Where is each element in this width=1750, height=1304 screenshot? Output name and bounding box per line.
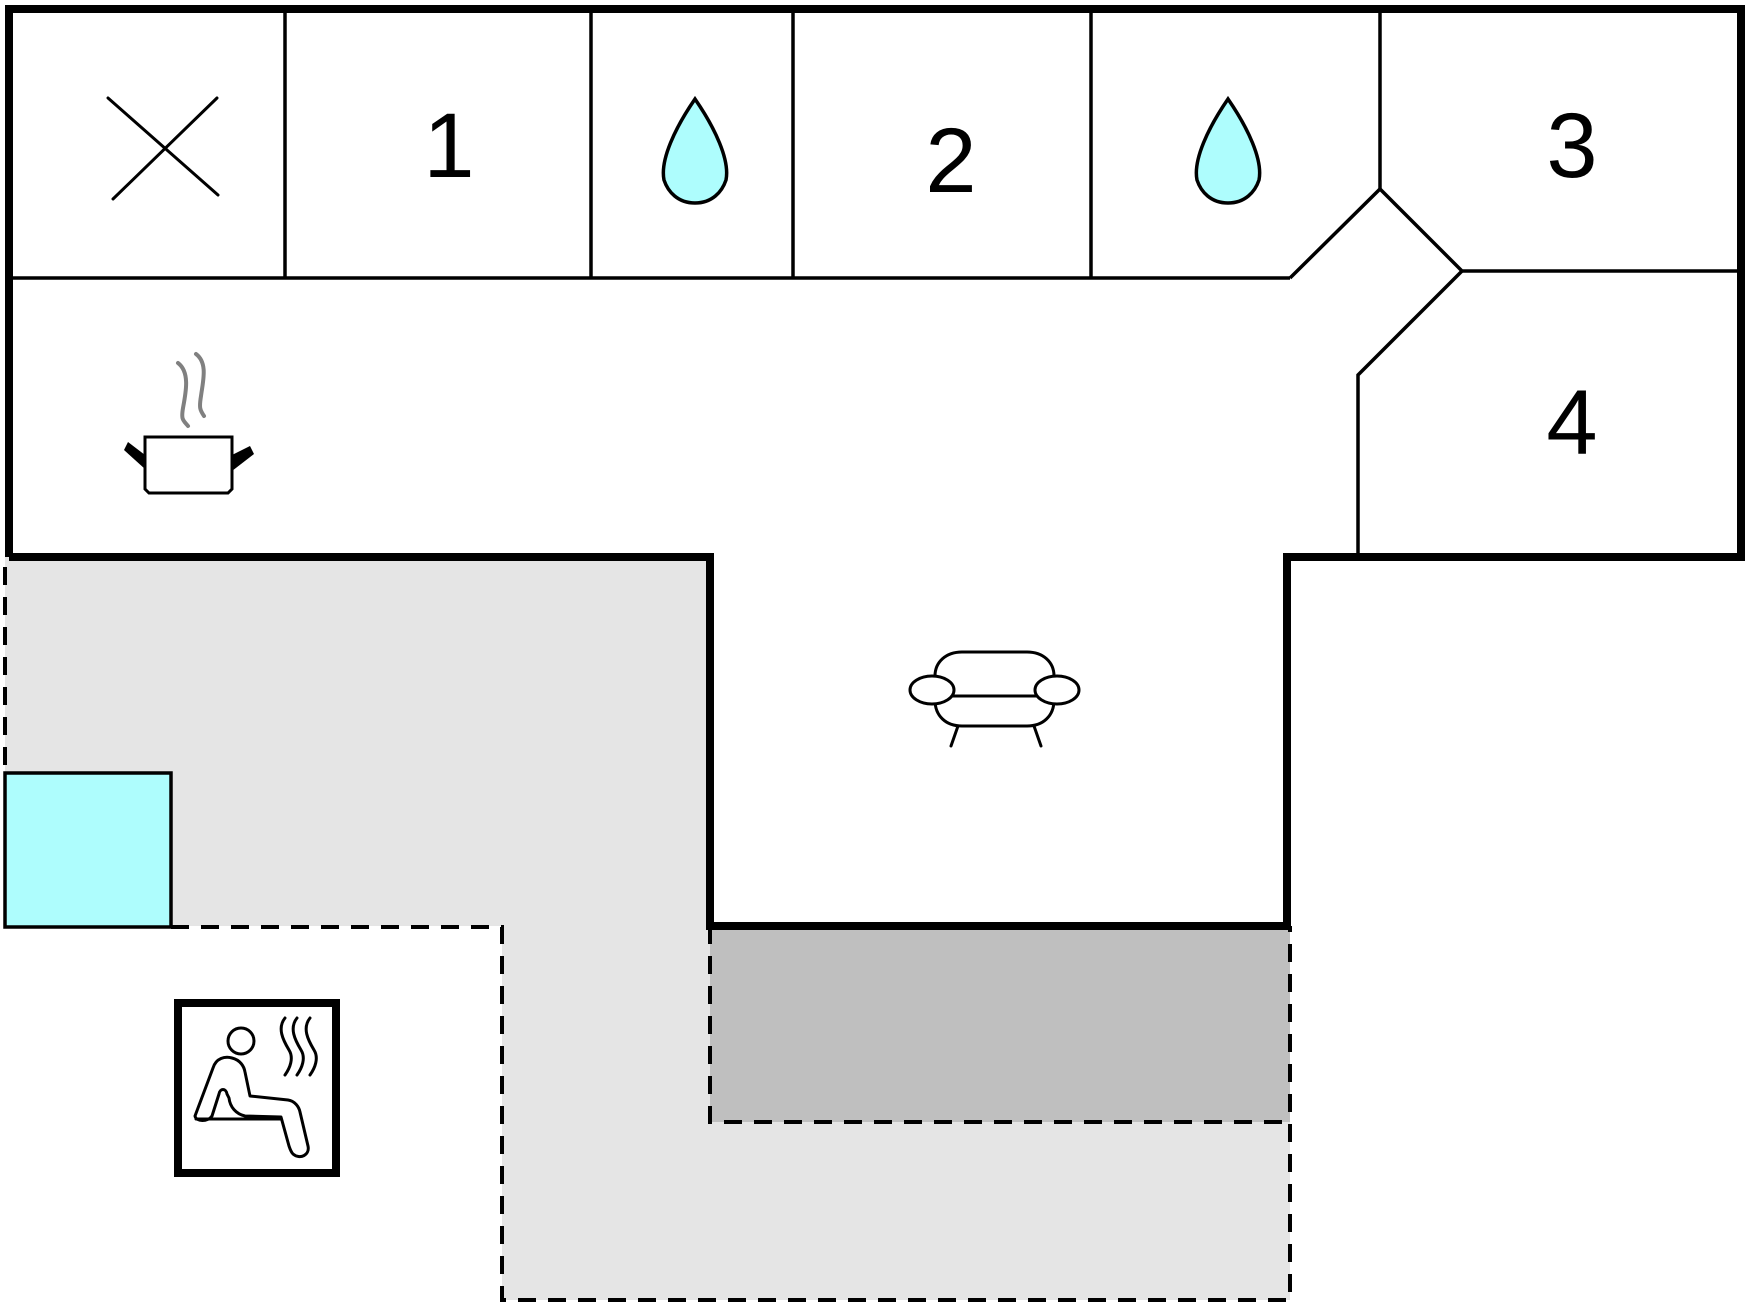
room-number-3: 3 [1546, 95, 1597, 197]
terrace-dashed-outline [3, 567, 1292, 1302]
room-number-2: 2 [925, 110, 976, 212]
cooking-pot-icon [124, 352, 254, 495]
interior-walls [9, 9, 1741, 557]
x-cross-icon [106, 96, 220, 201]
outer-walls [5, 5, 1745, 930]
room-number-4: 4 [1546, 372, 1597, 474]
room-number-1: 1 [423, 95, 474, 197]
water-drop-icon [661, 95, 729, 205]
sofa-icon [908, 650, 1081, 748]
covered-terrace [710, 926, 1290, 1122]
water-drop-icon [1194, 95, 1262, 205]
pool-area [3, 771, 173, 929]
sauna-icon [174, 999, 340, 1177]
